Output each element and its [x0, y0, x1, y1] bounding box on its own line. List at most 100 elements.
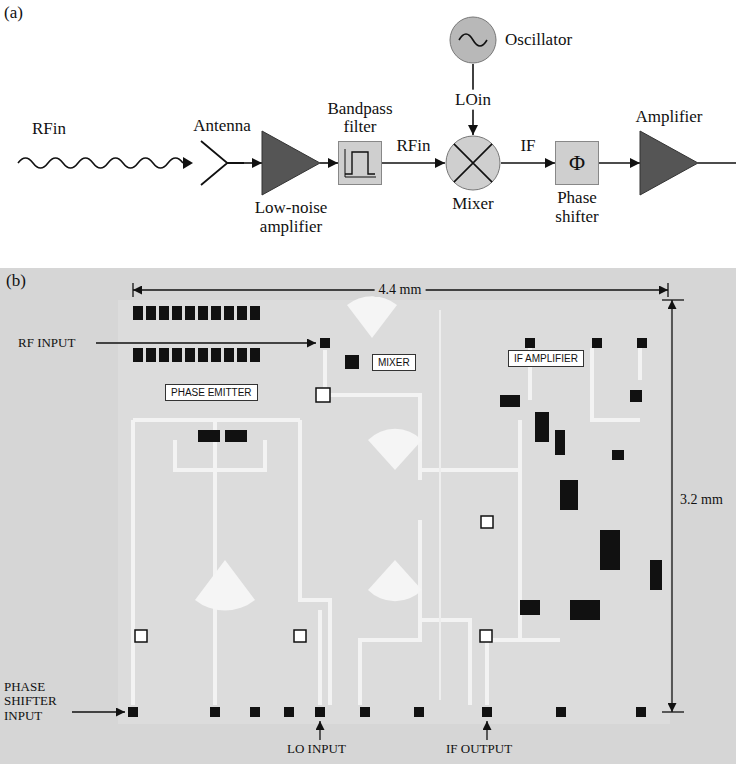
bond-pad [250, 707, 260, 717]
leader-arrow [72, 711, 125, 712]
node-label: MIXER [378, 357, 410, 368]
bond-pad [592, 338, 602, 348]
chip-photo [0, 268, 736, 764]
transistor [481, 516, 493, 528]
node-label: Amplifier [635, 108, 702, 127]
box-shape [339, 142, 382, 185]
components [198, 355, 662, 620]
radial-stub [368, 560, 422, 601]
node-label: PHASE EMITTER [171, 387, 252, 398]
bond-pad [556, 707, 566, 717]
dimension-label: 4.4 mm [375, 282, 426, 297]
panel-letter: (b) [6, 272, 26, 291]
leader-arrow [96, 342, 316, 343]
trace [133, 420, 330, 705]
wave-arrowhead [183, 157, 193, 169]
axis-symbol [345, 149, 376, 177]
bandpass-symbol [345, 152, 375, 174]
height-dimension [671, 300, 672, 712]
filter-box-outline [338, 141, 382, 185]
bond-pad [637, 338, 647, 348]
node-label: Bandpass filter [318, 100, 402, 137]
component [570, 600, 600, 620]
bond-pad [482, 707, 492, 717]
trace [470, 420, 560, 705]
dimension-label: 3.2 mm [680, 492, 723, 507]
transistor [480, 630, 492, 642]
pin-label: LO INPUT [287, 742, 346, 756]
component [555, 430, 565, 455]
amplifier-triangle: Low-noise amplifier [262, 131, 320, 195]
signal-label: RFin [396, 137, 430, 156]
node-label: Phase shifter [541, 189, 613, 226]
bond-pad [284, 707, 294, 717]
signal-arrow [599, 162, 640, 164]
block-label: IF AMPLIFIER [508, 350, 584, 367]
radial-stub [347, 296, 397, 338]
dimension-tick [132, 283, 133, 297]
block-label: MIXER [372, 354, 416, 371]
dimension-lines [133, 283, 684, 712]
node-label: IF AMPLIFIER [514, 353, 578, 364]
bond-pad [315, 707, 325, 717]
circle-shape [446, 136, 500, 190]
dimension-tick [662, 711, 684, 712]
bond-pad [210, 707, 220, 717]
node-label: Mixer [452, 195, 494, 214]
bond-pads [128, 338, 647, 717]
oscillator-circle-outline [449, 16, 497, 64]
divider-line [439, 310, 441, 700]
triangle-shape [262, 131, 320, 195]
signal-arrow [382, 162, 445, 164]
component [520, 600, 540, 615]
leader-arrow [319, 721, 320, 740]
mixer-circle: Mixer [445, 135, 501, 191]
bond-pad [414, 707, 424, 717]
leader-arrows [72, 343, 487, 740]
component [650, 560, 662, 590]
component [535, 412, 549, 442]
phase-shifter-box: ΦPhase shifter [555, 141, 599, 185]
triangle-shape [640, 131, 698, 195]
dimension-tick [667, 283, 668, 297]
metal-traces [133, 348, 640, 705]
transistor [316, 388, 330, 402]
component [500, 395, 520, 407]
bond-pad [636, 707, 646, 717]
amplifier-triangle: Amplifier [640, 131, 698, 195]
antenna-symbol-outline [200, 140, 244, 186]
pin-label: RF INPUT [18, 336, 75, 350]
leader-arrow [486, 721, 487, 740]
dimension-tick [662, 299, 684, 300]
signal-label: IF [520, 137, 535, 156]
signal-arrow [501, 162, 555, 164]
oscillator-circle: Oscillator [449, 16, 497, 64]
chip-die [118, 300, 670, 724]
signal-label: LOin [453, 89, 493, 110]
trace [175, 440, 265, 470]
trace [325, 350, 470, 705]
component [612, 450, 624, 460]
phase-symbol: Φ [555, 141, 599, 185]
transistor [135, 630, 147, 642]
antenna-shape [201, 141, 244, 185]
pin-label: IF OUTPUT [446, 742, 512, 756]
transistors [135, 388, 493, 642]
antenna-symbol: Antenna [200, 140, 244, 186]
node-label: Oscillator [505, 31, 572, 50]
signal-label: RFin [32, 120, 66, 139]
signal-arrow [244, 162, 262, 164]
photo-ground [0, 268, 736, 764]
filter-box: Bandpass filter [338, 141, 382, 185]
capacitor-array [133, 306, 260, 320]
rf-wave [18, 158, 183, 168]
circle-shape [450, 17, 496, 63]
radial-stub [368, 429, 422, 470]
amplifier-triangle-outline [640, 131, 698, 195]
block-label: PHASE EMITTER [165, 384, 258, 401]
sine-symbol [459, 34, 487, 46]
bond-pad [360, 707, 370, 717]
panel-letter: (a) [4, 4, 23, 23]
